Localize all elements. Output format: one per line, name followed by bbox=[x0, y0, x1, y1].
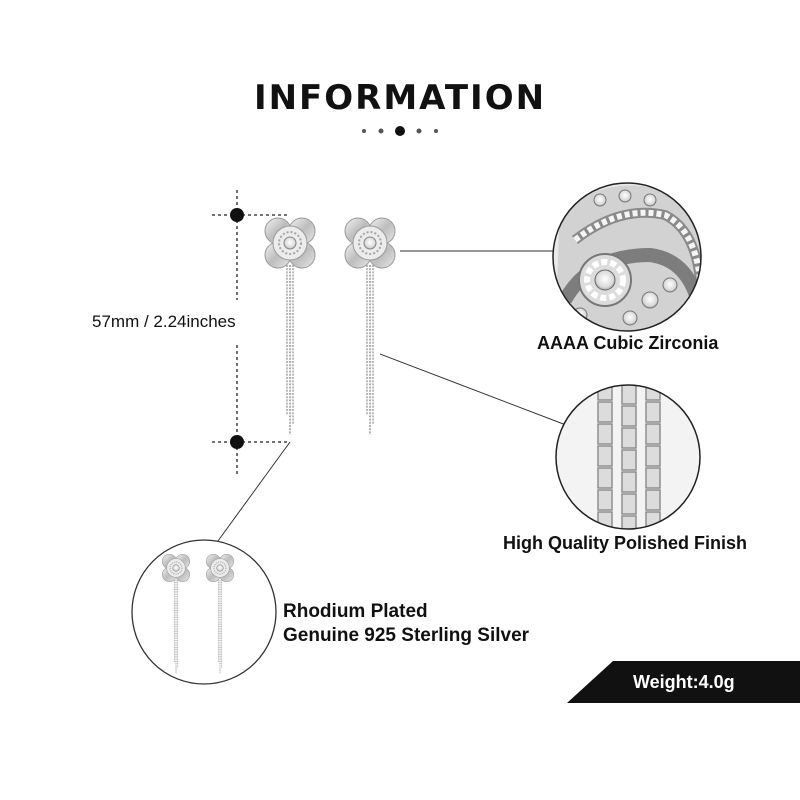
finish-closeup-circle bbox=[555, 384, 701, 530]
plating-label-line1: Rhodium Plated bbox=[283, 601, 428, 622]
zirconia-label: AAAA Cubic Zirconia bbox=[537, 333, 719, 353]
left-earring bbox=[264, 217, 316, 436]
top-marker-dot bbox=[230, 208, 244, 222]
plating-label: Rhodium Plated Genuine 925 Sterling Silv… bbox=[283, 600, 529, 648]
finish-label: High Quality Polished Finish bbox=[503, 533, 748, 553]
page-title: INFORMATION bbox=[253, 78, 547, 118]
right-earring bbox=[344, 217, 396, 436]
weight-badge bbox=[567, 661, 800, 703]
bottom-marker-dot bbox=[230, 435, 244, 449]
callout-lines bbox=[214, 250, 567, 546]
earring-pair-circle bbox=[131, 539, 277, 685]
zirconia-closeup-circle bbox=[552, 182, 702, 332]
weight-label: Weight:4.0g bbox=[633, 672, 735, 692]
plating-label-line2: Genuine 925 Sterling Silver bbox=[283, 625, 530, 646]
title-separator-dots bbox=[362, 126, 438, 136]
dimension-guides bbox=[212, 190, 290, 475]
dimension-label: 57mm / 2.24inches bbox=[92, 312, 236, 331]
